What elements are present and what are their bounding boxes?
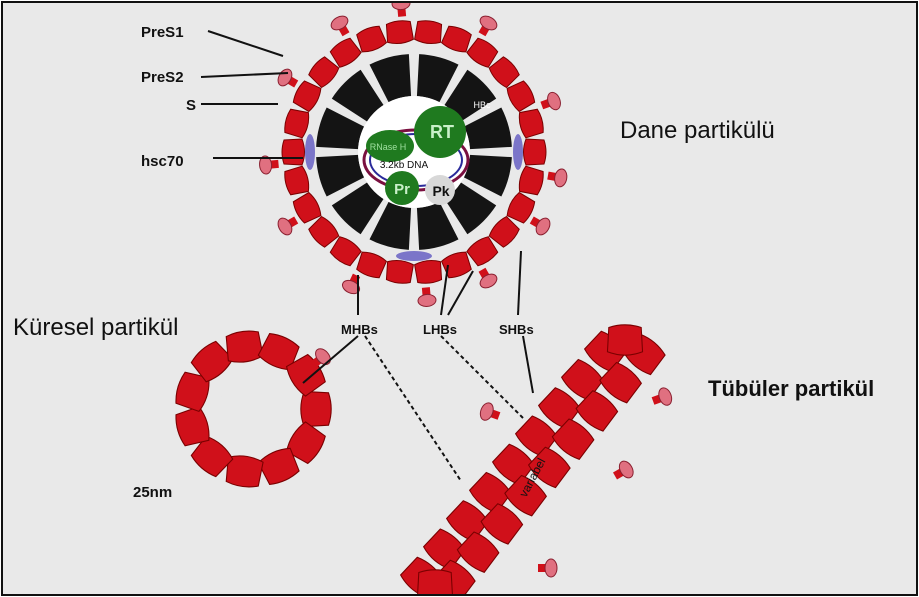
- spherical-particle: [173, 329, 333, 489]
- envelope-protein: [385, 19, 414, 44]
- leader-line: [208, 31, 283, 56]
- envelope-protein: [517, 166, 545, 197]
- hsc70-chaperone: [396, 251, 432, 261]
- envelope-protein: [283, 166, 311, 197]
- envelope-protein: [517, 108, 545, 139]
- label-hbc: HBc: [473, 100, 491, 110]
- tubule-protein: [607, 325, 642, 355]
- label-mhbs: MHBs: [341, 322, 378, 337]
- pres-projection: [275, 212, 300, 237]
- pres-projection: [538, 559, 557, 577]
- leader-line: [441, 336, 523, 418]
- label-pr: Pr: [394, 181, 410, 198]
- envelope-protein: [414, 259, 443, 284]
- hsc70-chaperone: [305, 134, 315, 170]
- envelope-protein: [355, 250, 387, 280]
- surface-protein: [224, 329, 263, 364]
- envelope-protein: [283, 108, 311, 139]
- pres-projection: [474, 13, 499, 38]
- pres-projection: [611, 459, 636, 484]
- label-size-25nm: 25nm: [133, 484, 172, 501]
- envelope-protein: [355, 24, 387, 54]
- pres-projection: [329, 13, 354, 38]
- dane-particle: RT RNase H 3.2kb DNA Pr Pk HBc: [259, 3, 568, 307]
- pres-projection: [417, 287, 437, 307]
- hsc70-chaperone: [513, 134, 523, 170]
- label-s: S: [186, 97, 196, 114]
- label-pres1: PreS1: [141, 24, 184, 41]
- label-dane-particle: Dane partikülü: [620, 117, 775, 145]
- envelope-protein: [282, 139, 305, 165]
- pres-projection: [275, 67, 300, 92]
- spherical-hollow: [219, 375, 287, 443]
- envelope-protein: [524, 139, 547, 165]
- label-pres2: PreS2: [141, 69, 184, 86]
- label-lhbs: LHBs: [423, 322, 457, 337]
- label-tubular-particle: Tübüler partikül: [708, 376, 874, 402]
- pres-projection: [527, 212, 552, 237]
- pres-projection: [539, 91, 563, 114]
- label-3-2kb-dna: 3.2kb DNA: [380, 160, 429, 171]
- pres-projection: [392, 3, 412, 17]
- pres-projection: [340, 271, 364, 296]
- tubular-particle: variabel: [398, 325, 673, 594]
- leader-line: [441, 265, 448, 315]
- envelope-protein: [441, 250, 473, 280]
- label-rnase-h: RNase H: [370, 142, 407, 152]
- leader-line: [365, 336, 461, 481]
- leader-line: [518, 251, 521, 315]
- pres-projection: [546, 167, 568, 188]
- envelope-protein: [414, 19, 443, 44]
- leader-line: [201, 73, 288, 77]
- diagram-canvas: RT RNase H 3.2kb DNA Pr Pk HBc variabel: [3, 3, 916, 594]
- envelope-protein: [441, 24, 473, 54]
- surface-protein: [301, 391, 331, 426]
- label-spherical-particle: Küresel partikül: [13, 314, 178, 342]
- leader-line: [523, 336, 533, 393]
- envelope-protein: [385, 259, 414, 284]
- label-shbs: SHBs: [499, 322, 534, 337]
- tubule-protein: [417, 570, 452, 594]
- label-hsc70: hsc70: [141, 153, 184, 170]
- label-rt: RT: [430, 122, 454, 142]
- pres-projection: [650, 386, 674, 409]
- label-pk: Pk: [432, 183, 449, 199]
- pres-projection: [474, 265, 499, 290]
- pres-projection: [478, 401, 502, 424]
